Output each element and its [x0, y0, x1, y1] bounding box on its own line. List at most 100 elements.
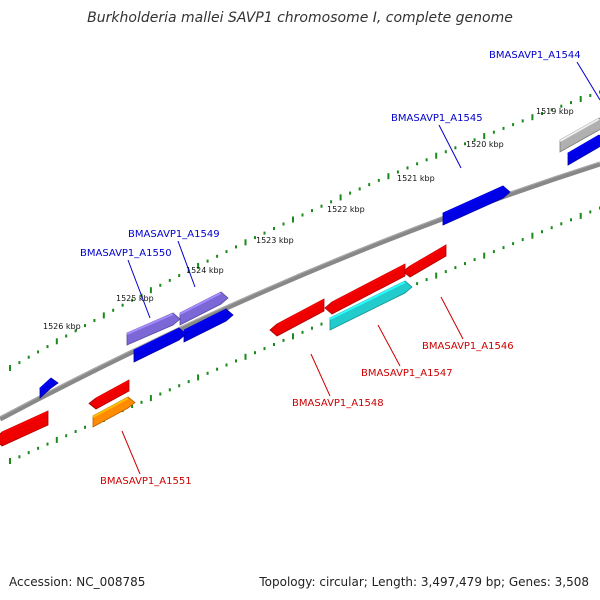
minor-tick: [178, 384, 181, 388]
gene-BMASAVP1_A1549a[interactable]: [179, 291, 229, 326]
minor-tick: [282, 222, 285, 226]
leader-line: [440, 296, 464, 340]
minor-tick: [541, 230, 543, 234]
gene-BMASAVP1_A1548[interactable]: [269, 298, 325, 337]
leader-line: [576, 61, 600, 101]
gene-small-blue[interactable]: [39, 377, 59, 399]
minor-tick: [206, 259, 209, 263]
major-tick: [292, 333, 294, 340]
gene-BMASAVP1_A1549-blue[interactable]: [183, 308, 234, 343]
gene-label[interactable]: BMASAVP1_A1551: [100, 476, 192, 487]
label-BMASAVP1_A1546[interactable]: BMASAVP1_A1546: [422, 296, 514, 352]
gene-label[interactable]: BMASAVP1_A1548: [292, 398, 384, 409]
gene-highlight: [329, 281, 406, 320]
minor-tick: [84, 425, 86, 429]
minor-tick: [301, 330, 304, 334]
minor-tick: [502, 126, 505, 130]
kbp-label: 1519 kbp: [536, 107, 574, 116]
major-tick: [387, 173, 390, 180]
label-BMASAVP1_A1544[interactable]: BMASAVP1_A1544: [489, 50, 600, 101]
minor-tick: [18, 455, 21, 459]
kbp-label: 1526 kbp: [43, 322, 81, 331]
minor-tick: [473, 138, 476, 142]
leader-line: [377, 324, 401, 367]
major-tick: [435, 272, 438, 279]
gene-red-left[interactable]: [0, 410, 49, 447]
topology-text: Topology: circular; Length: 3,497,479 bp…: [259, 575, 589, 589]
minor-tick: [550, 108, 553, 112]
minor-tick: [444, 150, 447, 154]
major-tick: [531, 232, 534, 239]
minor-tick: [425, 158, 428, 162]
gene-label[interactable]: BMASAVP1_A1549: [128, 229, 220, 240]
minor-tick: [560, 104, 563, 108]
gene-highlight: [133, 328, 180, 352]
minor-tick: [473, 258, 476, 262]
minor-tick: [589, 94, 592, 97]
chromosome-backbone: [0, 161, 600, 422]
label-BMASAVP1_A1547[interactable]: BMASAVP1_A1547: [361, 324, 453, 379]
major-tick: [149, 395, 152, 402]
kbp-label: 1521 kbp: [397, 174, 435, 183]
label-BMASAVP1_A1549[interactable]: BMASAVP1_A1549: [128, 229, 220, 288]
gene-BMASAVP1_A1544[interactable]: [567, 134, 600, 166]
major-tick: [55, 436, 58, 443]
gene-red-1552[interactable]: [88, 379, 130, 410]
label-BMASAVP1_A1545[interactable]: BMASAVP1_A1545: [391, 113, 483, 169]
leader-line: [310, 353, 331, 397]
gene-label[interactable]: BMASAVP1_A1546: [422, 341, 514, 352]
minor-tick: [27, 355, 30, 359]
gene-BMASAVP1_A1549b[interactable]: [126, 312, 181, 346]
minor-tick: [131, 298, 134, 302]
minor-tick: [254, 351, 256, 355]
minor-tick: [187, 380, 190, 384]
gene-highlight: [331, 264, 406, 304]
minor-tick: [416, 162, 419, 166]
gene-highlight: [95, 380, 130, 400]
gene-BMASAVP1_A1550[interactable]: [133, 327, 187, 363]
accession-text: Accession: NC_008785: [9, 575, 146, 589]
gene-grey-1543[interactable]: [559, 117, 600, 153]
gene-label-callouts[interactable]: BMASAVP1_A1544BMASAVP1_A1545BMASAVP1_A15…: [80, 50, 600, 487]
gene-BMASAVP1_A1545[interactable]: [442, 185, 511, 226]
major-tick: [244, 353, 247, 360]
kbp-label: 1522 kbp: [327, 205, 365, 214]
minor-tick: [464, 262, 466, 266]
gene-label[interactable]: BMASAVP1_A1550: [80, 248, 172, 259]
minor-tick: [206, 371, 209, 375]
chromosome-backbone-highlight: [0, 161, 600, 418]
minor-tick: [65, 434, 68, 438]
gene-highlight: [409, 245, 447, 268]
major-tick: [197, 374, 200, 381]
minor-tick: [37, 350, 40, 354]
minor-tick: [273, 343, 275, 346]
gene-BMASAVP1_A1547[interactable]: [329, 280, 413, 331]
gene-label[interactable]: BMASAVP1_A1545: [391, 113, 483, 124]
minor-tick: [377, 178, 380, 182]
minor-tick: [216, 367, 219, 371]
gene-label[interactable]: BMASAVP1_A1547: [361, 368, 453, 379]
major-tick: [149, 287, 152, 294]
major-tick: [579, 96, 582, 102]
gene-BMASAVP1_A1551[interactable]: [92, 396, 136, 428]
leader-line: [438, 124, 462, 169]
minor-tick: [521, 238, 524, 242]
label-BMASAVP1_A1551[interactable]: BMASAVP1_A1551: [100, 430, 192, 487]
gene-features[interactable]: [0, 117, 600, 447]
minor-tick: [254, 236, 256, 240]
gene-arrow[interactable]: [442, 185, 511, 226]
gene-BMASAVP1_A1546[interactable]: [402, 244, 447, 278]
minor-tick: [464, 142, 466, 146]
major-tick: [339, 194, 342, 201]
minor-tick: [512, 123, 515, 127]
minor-tick: [368, 183, 371, 187]
gene-BMASAVP1_A1546b[interactable]: [324, 263, 406, 315]
gene-label[interactable]: BMASAVP1_A1544: [489, 50, 581, 61]
minor-tick: [131, 405, 134, 408]
label-BMASAVP1_A1550[interactable]: BMASAVP1_A1550: [80, 248, 172, 319]
minor-tick: [46, 442, 49, 446]
major-tick: [55, 338, 58, 345]
minor-tick: [358, 187, 361, 191]
label-BMASAVP1_A1548[interactable]: BMASAVP1_A1548: [292, 353, 384, 409]
